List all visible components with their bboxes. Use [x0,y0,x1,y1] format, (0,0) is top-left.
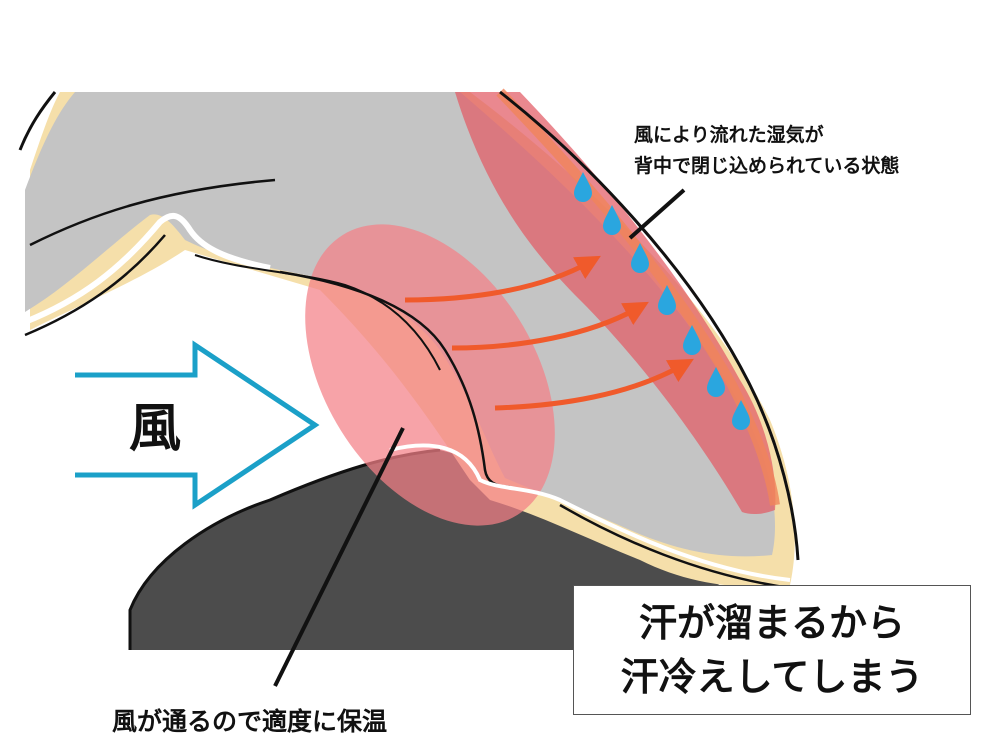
warm-zone [305,224,555,526]
collar-line [29,178,276,247]
back-zone-edge [496,88,780,506]
water-drop-icon [732,400,750,430]
bottom-note: 風が通るので適度に保温 [112,707,387,736]
water-drop-icon [574,172,592,202]
garment-shape [25,92,775,557]
callout-line2: 汗冷えしてしまう [620,655,924,699]
top-note-line1: 風により流れた湿気が [634,123,824,146]
seam-line-upper [23,212,271,325]
back-zone [455,92,776,515]
top-note-line2: 背中で閉じ込められている状態 [634,154,899,177]
wind-label: 風 [129,399,181,459]
callout-line1: 汗が溜まるから [638,601,905,645]
seam-line-upper-outline [24,234,166,337]
inner-curve-2 [194,254,441,371]
hem-line [389,443,791,582]
leader-line-top [628,188,686,240]
sweat-drops [574,172,750,430]
water-drop-icon [707,367,725,397]
water-drop-icon [603,205,621,235]
water-drop-icon [658,285,676,315]
back-outline [499,90,800,561]
wind-arrow-icon [75,340,320,510]
outer-back-line [18,91,57,151]
callout-box: 汗が溜まるから 汗冷えしてしまう [573,585,971,715]
hem-outline [559,503,791,590]
flow-arrow-3 [494,358,694,411]
water-drop-icon [683,325,701,355]
flow-arrow-1 [404,255,601,303]
flow-arrow-2 [451,301,649,351]
water-drop-icon [631,243,649,273]
leader-line-bottom [273,427,405,687]
